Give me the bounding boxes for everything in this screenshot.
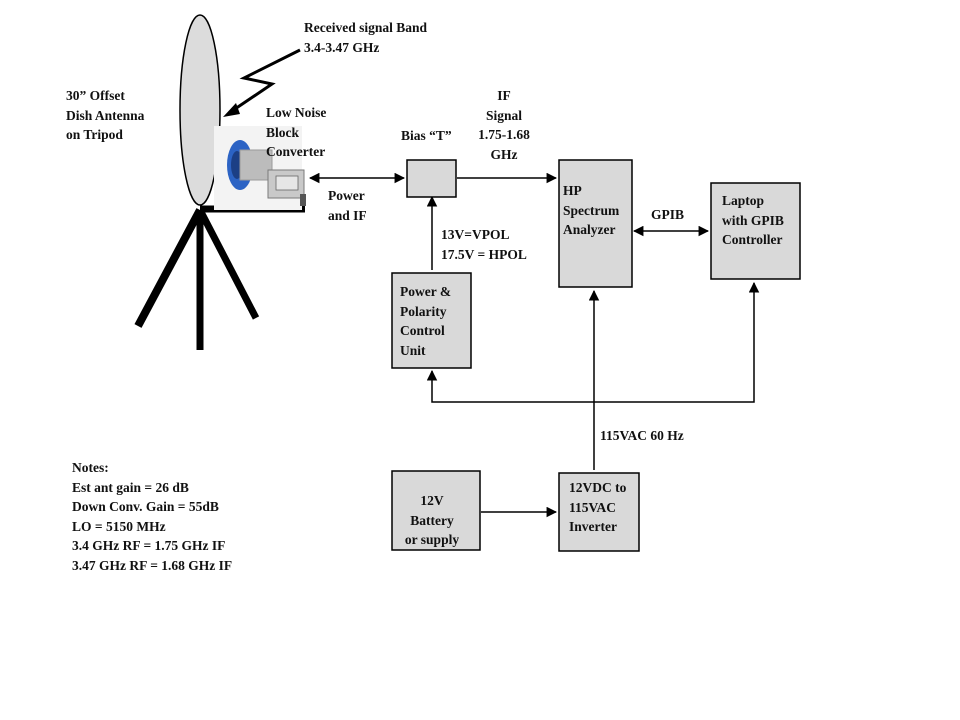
- polarity-voltage-label: 13V=VPOL 17.5V = HPOL: [441, 227, 527, 262]
- note-item: 3.47 GHz RF = 1.68 GHz IF: [72, 557, 233, 573]
- battery-block: [391, 470, 481, 551]
- bias-t-block: [406, 159, 457, 198]
- note-item: Down Conv. Gain = 55dB: [72, 499, 219, 514]
- signal-arrow: [223, 48, 301, 117]
- lnb-icon: [214, 126, 306, 210]
- antenna-label: 30” Offset Dish Antenna on Tripod: [66, 88, 145, 142]
- gpib-label: GPIB: [651, 207, 685, 222]
- laptop-block: [710, 182, 801, 280]
- bias-t-label: Bias “T”: [401, 128, 452, 143]
- notes: Notes: Est ant gain = 26 dB Down Conv. G…: [72, 458, 232, 575]
- ac-power-label: 115VAC 60 Hz: [600, 428, 684, 443]
- laptop-label: Laptop with GPIB Controller: [722, 193, 784, 247]
- battery-label: 12V Battery or supply: [404, 493, 460, 547]
- if-signal-label: IF Signal 1.75-1.68 GHz: [478, 88, 530, 162]
- dish-antenna: [179, 14, 221, 206]
- power-control-label: Power & Polarity Control Unit: [400, 284, 452, 358]
- note-item: 3.4 GHz RF = 1.75 GHz IF: [72, 538, 226, 553]
- spectrum-analyzer-label: HP Spectrum Analyzer: [563, 183, 620, 237]
- inverter-label: 12VDC to 115VAC Inverter: [569, 480, 627, 534]
- spectrum-analyzer-block: [558, 159, 633, 288]
- note-item: LO = 5150 MHz: [72, 518, 166, 534]
- inverter-block: [558, 472, 640, 552]
- note-item: Est ant gain = 26 dB: [72, 479, 189, 495]
- tripod: [134, 205, 305, 350]
- notes-heading: Notes:: [72, 460, 109, 475]
- power-control-block: [391, 272, 472, 369]
- power-if-label: Power and IF: [328, 188, 367, 223]
- lnb-label: Low Noise Block Converter: [266, 105, 327, 159]
- ac-power-distribution-line: [426, 281, 760, 403]
- received-signal-label: Received signal Band 3.4-3.47 GHz: [304, 20, 428, 55]
